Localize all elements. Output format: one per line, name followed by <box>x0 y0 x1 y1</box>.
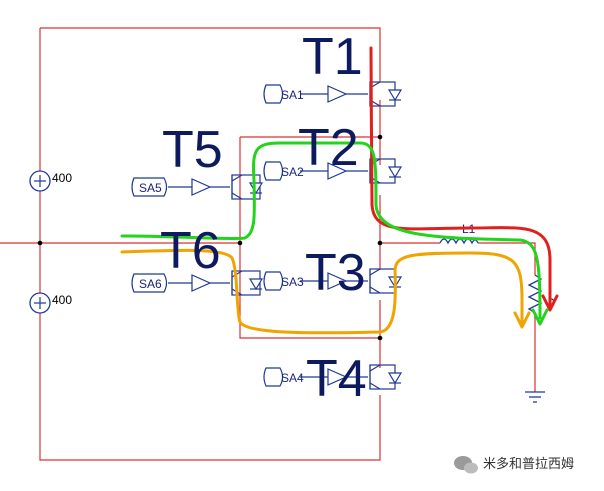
igbt-t4 <box>263 364 403 390</box>
wechat-icon <box>454 456 478 474</box>
dc-source-lower <box>29 292 51 314</box>
gate-tag-sa6: SA6 <box>139 277 162 291</box>
igbt-t5 <box>131 174 264 200</box>
watermark-text: 米多和普拉西姆 <box>483 456 574 472</box>
igbt-t6 <box>131 270 264 296</box>
switch-label-t1: T1 <box>302 28 363 86</box>
switch-label-t3: T3 <box>305 244 366 302</box>
gate-tag-sa1: SA1 <box>281 88 304 102</box>
source-lower-value: 400 <box>52 293 72 307</box>
dc-source-upper <box>29 170 51 192</box>
igbt-t2 <box>263 158 403 184</box>
gate-tag-sa3: SA3 <box>281 275 304 289</box>
ground-icon <box>525 391 545 403</box>
current-path-green <box>120 141 549 326</box>
gate-tag-sa5: SA5 <box>139 181 162 195</box>
current-path-orange <box>120 248 531 335</box>
gate-tag-sa2: SA2 <box>281 165 304 179</box>
igbt-t3 <box>263 268 403 294</box>
switch-label-t2: T2 <box>298 119 359 177</box>
switch-label-t6: T6 <box>160 222 221 280</box>
gate-tag-sa4: SA4 <box>281 371 304 385</box>
switch-label-t5: T5 <box>162 121 223 179</box>
source-upper-value: 400 <box>52 171 72 185</box>
current-path-red <box>369 46 559 312</box>
switch-label-t4: T4 <box>306 350 367 408</box>
junction-dots <box>37 134 383 341</box>
